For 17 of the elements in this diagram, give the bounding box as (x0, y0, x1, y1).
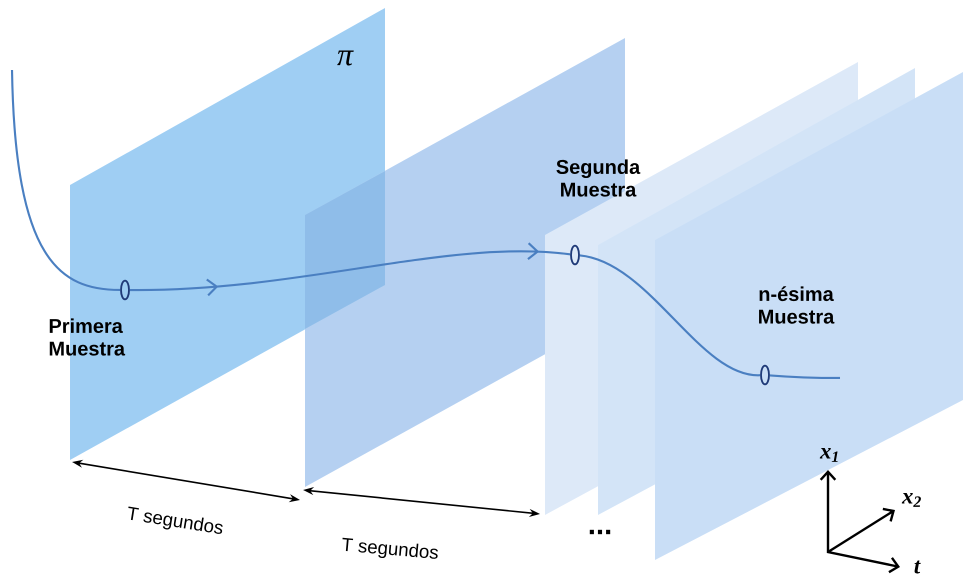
dimension-label: T segundos (128, 506, 223, 534)
sample-point (760, 364, 770, 386)
sample-label: Primera Muestra (50, 318, 126, 356)
trajectory-curve (130, 242, 570, 296)
sample-point (120, 280, 130, 300)
sample-point (570, 244, 580, 266)
trajectory-curve (580, 254, 760, 376)
pi-symbol: π (337, 50, 354, 66)
trajectory-curve (770, 374, 840, 380)
axis-label: x$_{1}$ (820, 448, 838, 462)
sample-label: Segunda Muestra (556, 159, 640, 197)
dimension-label: T segundos (342, 538, 438, 559)
axis-label: x$_{2}$ (902, 493, 921, 507)
ellipsis: ... (590, 530, 610, 534)
trajectory-curve (10, 70, 120, 292)
axis-label: t (914, 560, 921, 574)
sample-label: n-ésima Muestra (759, 286, 834, 324)
